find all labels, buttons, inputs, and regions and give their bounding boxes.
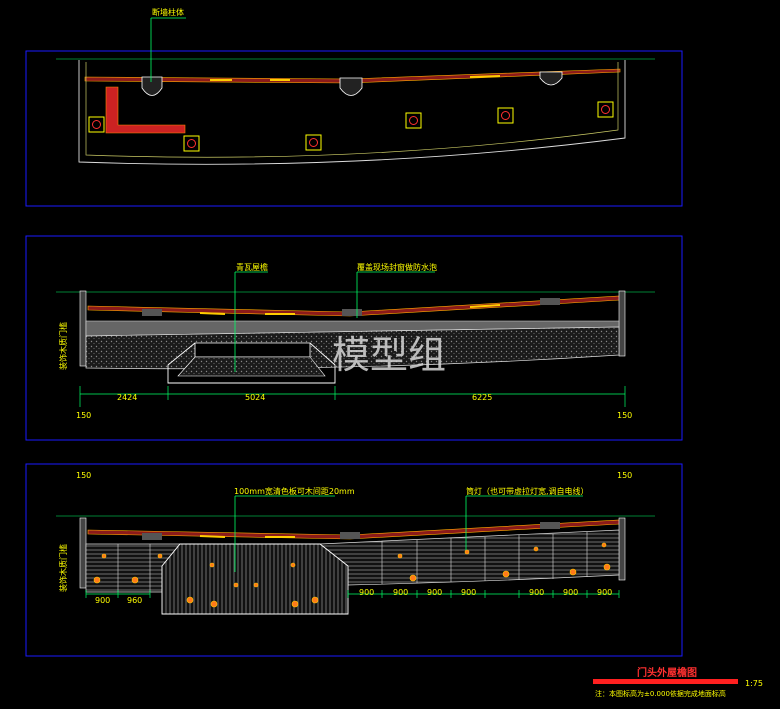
dim3-right-2: 900 bbox=[427, 588, 442, 597]
panel-2-frame bbox=[25, 235, 683, 441]
deck-center bbox=[161, 543, 349, 615]
panel-1-plan: 断墙柱体 bbox=[25, 7, 683, 207]
side-label: 装饰木质门槛 bbox=[58, 322, 68, 370]
post-markers bbox=[88, 101, 614, 152]
dim-5024: 5024 bbox=[245, 393, 265, 402]
callout-board: 100mm宽清色板可木间距20mm bbox=[234, 486, 355, 496]
drawing-note: 注：本图标高为±0.000依据完成地面标高 bbox=[595, 689, 726, 698]
dim3-right-0: 900 bbox=[359, 588, 374, 597]
dim-2424: 2424 bbox=[117, 393, 137, 402]
title-block: 门头外屋檐图 1:75 注：本图标高为±0.000依据完成地面标高 bbox=[593, 666, 763, 698]
panel-1-frame bbox=[25, 50, 683, 207]
downlights bbox=[93, 542, 611, 608]
callout-waterproof: 覆盖现场封窗做防水泡 bbox=[357, 262, 437, 272]
dim-end-left: 150 bbox=[76, 411, 91, 420]
drawing-title: 门头外屋檐图 bbox=[637, 666, 697, 679]
dimension-row bbox=[79, 386, 626, 407]
dim-6225: 6225 bbox=[472, 393, 492, 402]
panel-2-elevation: 装饰木质门槛 青瓦屋檐 覆盖现场封窗做防水泡 2424 5024 6225 15… bbox=[25, 235, 683, 441]
dim3-left-0: 900 bbox=[95, 596, 110, 605]
dim3-right-1: 900 bbox=[393, 588, 408, 597]
deck-right bbox=[319, 529, 620, 586]
dim3-right-3: 900 bbox=[461, 588, 476, 597]
red-wall bbox=[105, 86, 186, 134]
panel-3-ceiling: 150 150 bbox=[25, 463, 683, 657]
dim3-end-right: 150 bbox=[617, 471, 632, 480]
panel-3-frame bbox=[25, 463, 683, 657]
callout-column-label: 断墙柱体 bbox=[152, 7, 184, 17]
dim3-right-4: 900 bbox=[529, 588, 544, 597]
callout-downlight: 筒灯（也可带虚拉灯宽,调自电线） bbox=[466, 486, 589, 496]
watermark: 模型组 bbox=[332, 333, 446, 377]
side-label-3: 装饰木质门槛 bbox=[58, 544, 68, 592]
callout-roof-tile: 青瓦屋檐 bbox=[236, 262, 268, 272]
dim3-right-6: 900 bbox=[597, 588, 612, 597]
drawing-scale: 1:75 bbox=[745, 679, 763, 688]
dim3-end-left: 150 bbox=[76, 471, 91, 480]
dim3-left-1: 960 bbox=[127, 596, 142, 605]
dim-end-right: 150 bbox=[617, 411, 632, 420]
dim3-right-5: 900 bbox=[563, 588, 578, 597]
